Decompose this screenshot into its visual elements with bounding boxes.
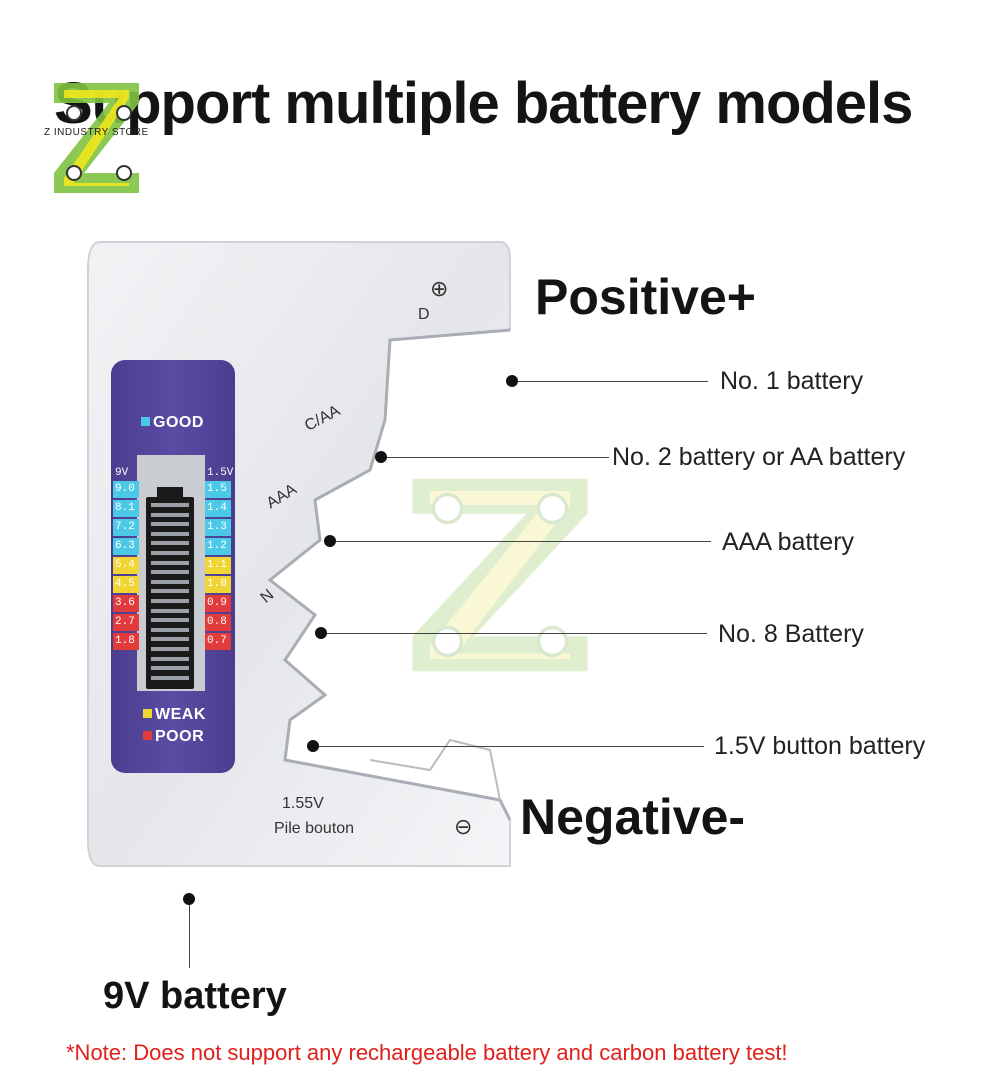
callout-line-no1	[518, 381, 708, 382]
logo-z-icon	[54, 83, 139, 193]
callout-dot-button	[307, 740, 319, 752]
lcd-scale-cell: 1.4	[205, 500, 231, 517]
negative-symbol: ⊖	[454, 814, 473, 839]
lcd-battery-segment	[151, 560, 189, 565]
negative-label: Negative-	[520, 789, 746, 845]
lcd-battery-segment	[151, 512, 189, 517]
callout-line-no8	[327, 633, 707, 634]
lcd-scale-cell: 5.4	[113, 557, 139, 574]
lcd-scale-header: 1.5V	[207, 467, 234, 479]
poor-swatch	[143, 731, 152, 740]
callout-line-aaa	[336, 541, 711, 542]
logo-text: Z INDUSTRY STORE	[44, 127, 149, 138]
button-battery-label: 1.5V button battery	[714, 732, 926, 760]
lcd-battery-segment	[151, 608, 189, 613]
lcd-battery-segment	[151, 656, 189, 661]
no8-battery-label: No. 8 Battery	[718, 620, 864, 648]
lcd-scale-cell: 0.9	[205, 595, 231, 612]
lcd-battery-segment	[151, 589, 189, 594]
lcd-scale-cell: 4.5	[113, 576, 139, 593]
callout-dot-no2	[375, 451, 387, 463]
lcd-scale-cell: 7.2	[113, 519, 139, 536]
no2-aa-battery-label: No. 2 battery or AA battery	[612, 443, 906, 471]
lcd-battery-segment	[151, 666, 189, 671]
callout-dot-no8	[315, 627, 327, 639]
lcd-scale-cell: 0.7	[205, 633, 231, 650]
lcd-battery-segment	[151, 551, 189, 555]
lcd-battery-segment	[151, 522, 189, 527]
lcd-scale-cell: 1.0	[205, 576, 231, 593]
callout-dot-no1	[506, 375, 518, 387]
lcd-left-scale: 9V 9.0 8.1 7.2 6.3 5.4 4.5 3.6 2.7 1.8	[113, 465, 139, 652]
lcd-battery-segment	[151, 599, 189, 603]
ninev-battery-label: 9V battery	[103, 975, 287, 1017]
lcd-right-scale: 1.5V 1.5 1.4 1.3 1.2 1.1 1.0 0.9 0.8 0.7	[205, 465, 234, 652]
lcd-battery-icon	[146, 497, 194, 689]
good-text: GOOD	[153, 414, 204, 431]
lcd-scale-cell: 6.3	[113, 538, 139, 555]
button-name-label: Pile bouton	[274, 820, 355, 837]
callout-dot-aaa	[324, 535, 336, 547]
lcd-scale-cell: 2.7	[113, 614, 139, 631]
lcd-scale-cell: 1.1	[205, 557, 231, 574]
lcd-scale-cell: 9.0	[113, 481, 139, 498]
callout-line-button	[319, 746, 704, 747]
callout-dot-9v	[183, 893, 195, 905]
lcd-battery-segment	[151, 570, 189, 575]
callout-line-no2	[387, 457, 609, 458]
button-voltage-label: 1.55V	[282, 795, 324, 812]
lcd-scale-cell: 1.5	[205, 481, 231, 498]
lcd-battery-segment	[151, 675, 189, 680]
lcd-scale-header: 9V	[115, 467, 129, 479]
good-swatch	[141, 417, 150, 426]
positive-symbol: ⊕	[430, 276, 449, 301]
lcd-scale-cell: 1.8	[113, 633, 139, 650]
lcd-battery-segment	[151, 531, 189, 536]
weak-swatch	[143, 709, 152, 718]
lcd-battery-segment	[151, 627, 189, 632]
weak-legend: WEAK	[143, 706, 206, 724]
poor-text: POOR	[155, 728, 205, 745]
lcd-battery-segment	[151, 541, 189, 546]
lcd-battery-segment	[151, 503, 189, 507]
watermark-logo-icon	[412, 478, 588, 672]
lcd-battery-segment	[151, 637, 189, 642]
no1-battery-label: No. 1 battery	[720, 367, 864, 395]
weak-text: WEAK	[155, 706, 206, 723]
lcd-battery-segment	[151, 579, 189, 584]
page-title: Support multiple battery models	[54, 71, 913, 136]
lcd-scale-cell: 0.8	[205, 614, 231, 631]
positive-label: Positive+	[535, 269, 756, 325]
note-text: *Note: Does not support any rechargeable…	[66, 1040, 788, 1065]
lcd-scale-cell: 1.2	[205, 538, 231, 555]
aaa-battery-label: AAA battery	[722, 528, 855, 556]
lcd-battery-segment	[151, 618, 189, 623]
callout-line-9v	[189, 905, 190, 968]
poor-legend: POOR	[143, 728, 204, 746]
lcd-battery-cap	[157, 487, 183, 497]
lcd-scale-cell: 8.1	[113, 500, 139, 517]
slot-d-label: D	[418, 306, 430, 323]
lcd-scale-cell: 3.6	[113, 595, 139, 612]
lcd-battery-segment	[151, 647, 189, 651]
lcd-scale-cell: 1.3	[205, 519, 231, 536]
good-legend: GOOD	[141, 414, 204, 432]
